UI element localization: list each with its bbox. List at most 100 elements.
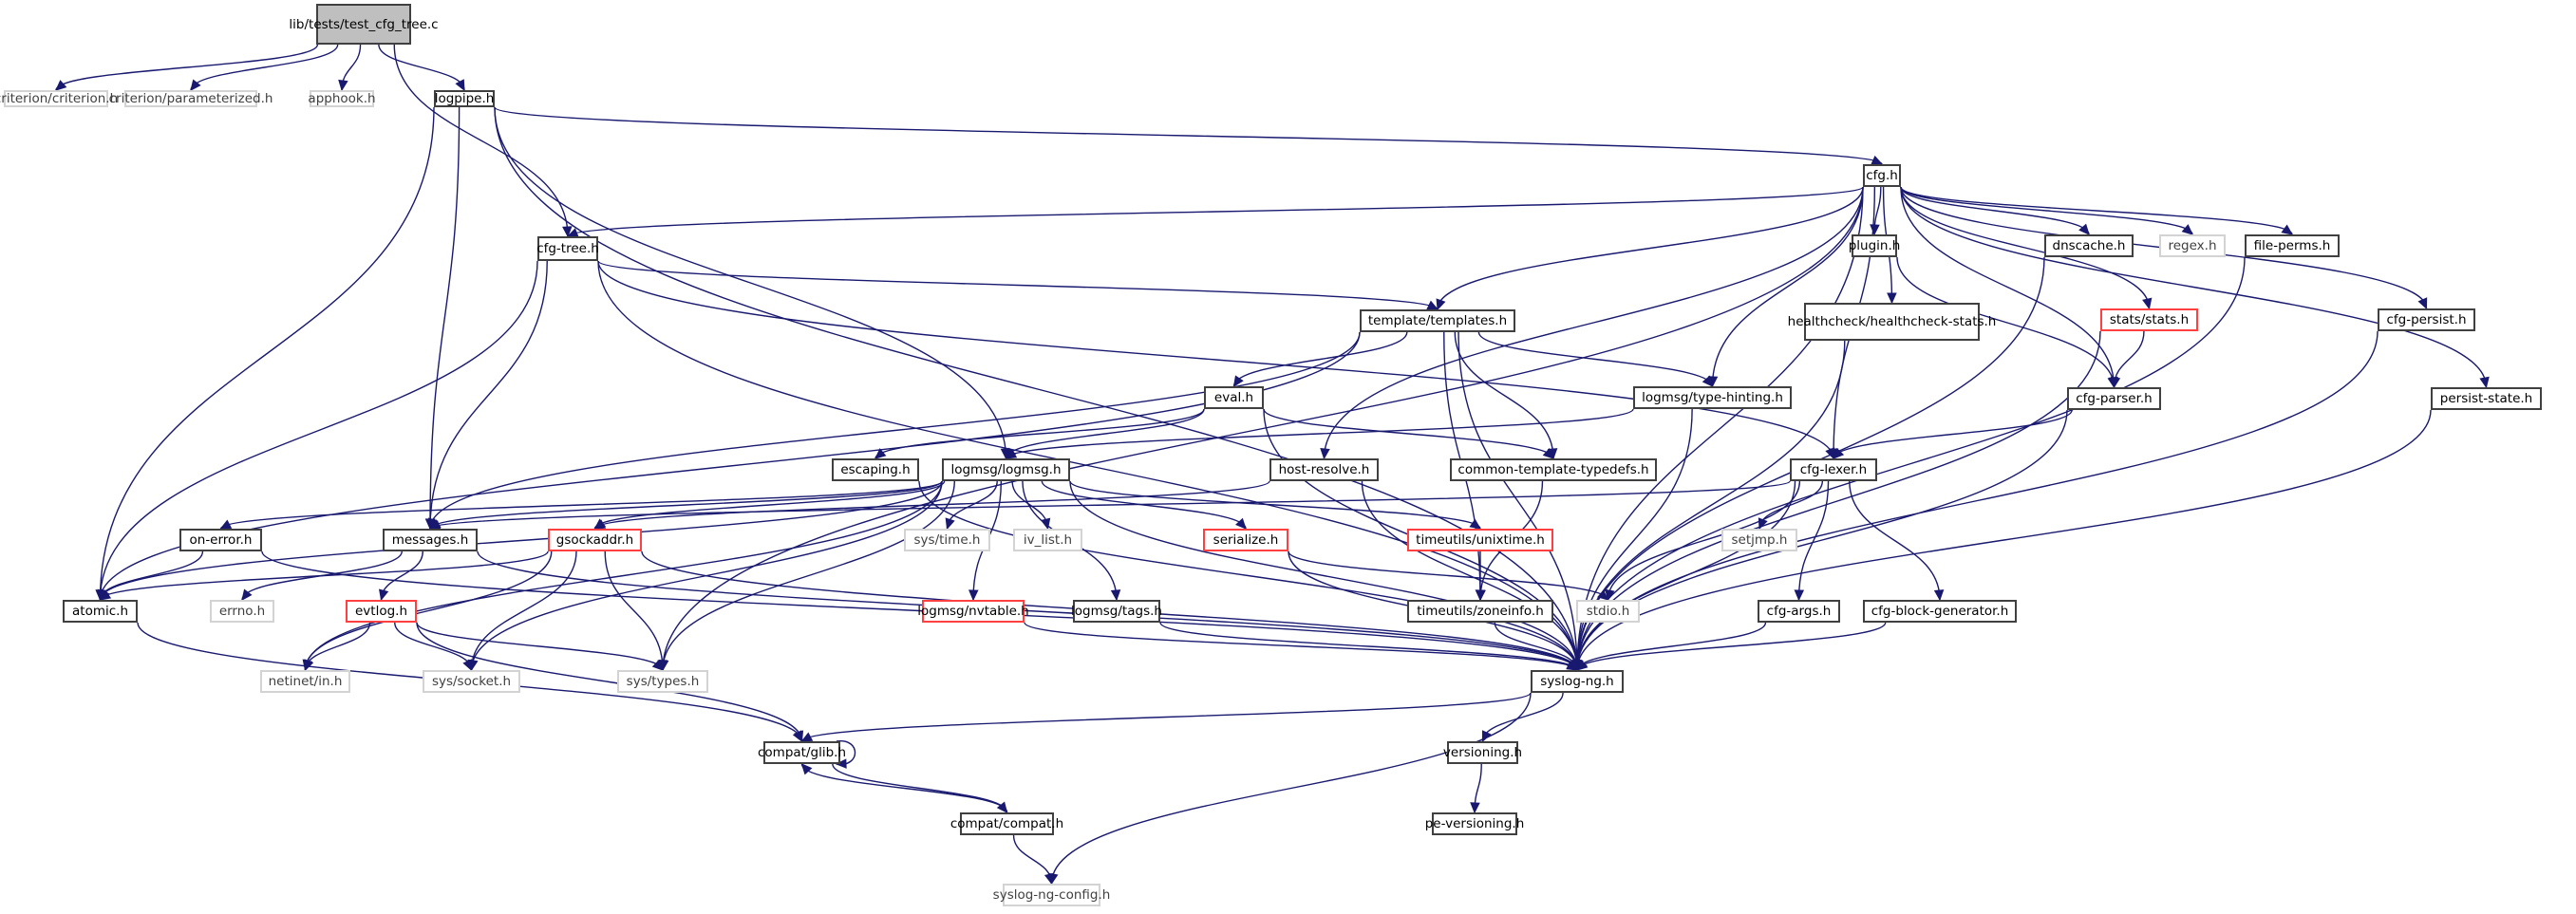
edge-logpipe-to-logmsg [494,106,1007,459]
graph-node-dnscache[interactable]: dnscache.h [2044,234,2134,257]
node-label: cfg-tree.h [536,241,599,256]
edge-cfg-to-typehinting [1711,186,1864,387]
arrowhead-icon [651,659,664,671]
arrowhead-icon [2479,376,2490,389]
graph-node-gsockaddr[interactable]: gsockaddr.h [548,529,642,551]
graph-node-syssocket: sys/socket.h [423,670,520,693]
graph-node-cfgparser[interactable]: cfg-parser.h [2067,387,2161,410]
edge-cfgtree-to-cfglexer [597,260,1834,459]
graph-node-tags[interactable]: logmsg/tags.h [1071,600,1162,623]
edge-logmsg-to-systypes [662,480,955,671]
graph-node-nvtable[interactable]: logmsg/nvtable.h [917,600,1029,623]
arrowhead-icon [1887,292,1897,305]
arrowhead-icon [1005,449,1018,459]
graph-node-onerror[interactable]: on-error.h [179,529,262,551]
graph-node-unixtime[interactable]: timeutils/unixtime.h [1407,529,1553,551]
edge-tags-to-syslogng [1159,622,1578,671]
edge-typehinting-to-syslogng [1576,408,1693,671]
edge-cfg-to-hostresolve [1323,186,1864,459]
node-label: cfg-lexer.h [1799,462,1868,477]
graph-node-glib[interactable]: compat/glib.h [758,741,846,764]
graph-node-evtlog[interactable]: evtlog.h [346,600,417,623]
graph-node-compat[interactable]: compat/compat.h [950,812,1063,835]
edge-cfg-to-templates [1437,186,1864,310]
graph-node-cfgargs[interactable]: cfg-args.h [1758,600,1840,623]
graph-node-cfgtree[interactable]: cfg-tree.h [536,236,599,261]
graph-node-stats[interactable]: stats/stats.h [2100,308,2198,331]
graph-node-serialize[interactable]: serialize.h [1203,529,1288,551]
edge-hostresolve-to-gsockaddr [593,480,1270,530]
graph-node-logmsg[interactable]: logmsg/logmsg.h [942,458,1070,481]
node-label: host-resolve.h [1278,462,1370,477]
edge-cfgtree-to-templates [597,260,1438,310]
edge-cfg-to-dnscache [1900,186,2090,235]
node-label: compat/glib.h [758,745,847,760]
graph-node-cfgpersist[interactable]: cfg-persist.h [2378,308,2475,331]
node-label: stats/stats.h [2109,312,2190,327]
graph-node-healthcheck[interactable]: healthcheck/healthcheck-stats.h [1788,303,1996,341]
arrowhead-icon [800,763,813,775]
graph-node-evalh[interactable]: eval.h [1204,386,1264,409]
edge-evtlog-to-glib [416,622,803,742]
graph-node-typehinting[interactable]: logmsg/type-hinting.h [1633,386,1792,409]
graph-node-cfgblockgen[interactable]: cfg-block-generator.h [1863,600,2017,623]
graph-node-cfg[interactable]: cfg.h [1863,164,1901,187]
node-label: sys/socket.h [431,674,512,689]
node-label: lib/tests/test_cfg [289,16,395,32]
edge-cfg-to-cfgparser [1900,186,2115,388]
graph-node-syslogng[interactable]: syslog-ng.h [1531,670,1624,693]
node-label: cfg-args.h [1766,604,1832,619]
edge-cfgtree-to-messages [429,260,548,530]
edge-logmsg-to-atomic [99,480,943,601]
graph-node-hostresolve[interactable]: host-resolve.h [1269,458,1379,481]
graph-node-root[interactable]: lib/tests/test_cfg_tree.c [289,4,439,45]
node-label: messages.h [391,532,469,548]
edge-evalh-to-escaping [874,408,1205,459]
arrowhead-icon [2142,297,2153,310]
arrowhead-icon [1436,298,1446,311]
arrowhead-icon [1568,659,1578,672]
edge-logmsg-to-systime [946,480,998,530]
edge-root-to-cfgtree [393,44,569,237]
edge-root-to-logpipe [378,44,465,91]
node-label: pe-versioning.h [1424,816,1525,831]
edge-logpipe-to-cfg [494,106,1883,165]
graph-node-atomic[interactable]: atomic.h [63,600,138,623]
node-label: criterion/criterion.h [0,91,119,106]
graph-node-peversioning[interactable]: pe-versioning.h [1425,812,1524,835]
graph-node-fileperms[interactable]: file-perms.h [2245,234,2340,257]
edge-cfg-to-systypes [662,186,1864,671]
graph-node-setjmp: setjmp.h [1721,529,1797,551]
edge-gsockaddr-to-netinet [304,550,553,671]
graph-node-versioning[interactable]: versioning.h [1443,741,1522,764]
edge-typehinting-to-logmsg [1005,408,1634,459]
arrowhead-icon [428,518,442,530]
graph-node-logpipe[interactable]: logpipe.h [434,90,495,107]
graph-node-cfglexer[interactable]: cfg-lexer.h [1790,458,1877,481]
graph-node-templates[interactable]: template/templates.h [1360,309,1515,332]
arrowhead-icon [562,226,573,238]
node-label: file-perms.h [2253,238,2331,253]
edge-cfg-to-cfgtree [567,186,1864,237]
graph-node-persiststate[interactable]: persist-state.h [2431,387,2542,410]
node-label: gsockaddr.h [555,532,634,548]
graph-node-commontpl[interactable]: common-template-typedefs.h [1450,458,1657,481]
graph-node-ivlist: iv_list.h [1013,529,1082,551]
graph-node-messages[interactable]: messages.h [383,529,478,551]
node-label: plugin.h [1848,238,1901,253]
graph-node-apphook: apphook.h [308,90,376,107]
arrowhead-icon [1833,447,1845,459]
arrowhead-icon [1426,300,1439,310]
node-label: -stats.h [1947,314,1997,329]
edge-logpipe-to-messages [429,106,461,530]
graph-node-escaping[interactable]: escaping.h [832,458,919,481]
arrowhead-icon [1871,155,1884,165]
graph-node-plugin[interactable]: plugin.h [1849,234,1900,257]
edge-evalh-to-commontpl [1263,408,1554,459]
arrowhead-icon [1794,589,1805,602]
node-label: timeutils/unixtime.h [1416,532,1545,548]
edge-root-to-criterion [55,44,319,91]
arrowhead-icon [1605,588,1615,602]
graph-node-zoneinfo[interactable]: timeutils/zoneinfo.h [1407,600,1553,623]
edge-serialize-to-stdio [1288,550,1609,601]
